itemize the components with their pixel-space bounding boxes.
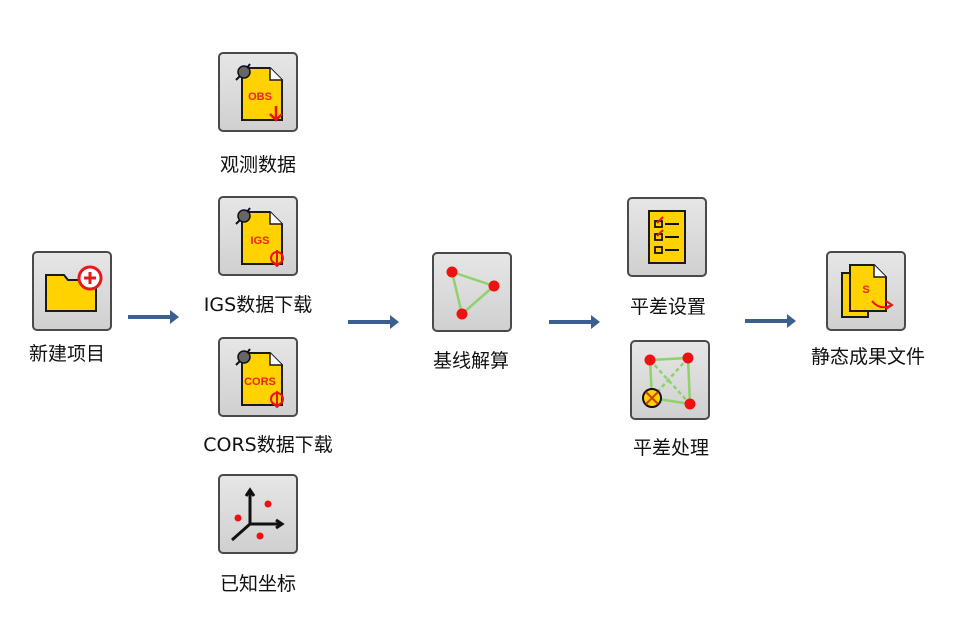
svg-text:OBS: OBS [248,91,272,103]
flow-arrow-1 [128,310,179,324]
known-coords-button[interactable] [218,474,298,554]
obs-data-button[interactable]: OBS [218,52,298,132]
coordinate-axes-icon [231,487,285,542]
triangle-network-icon [446,266,500,320]
static-results-label: 静态成果文件 [810,346,926,368]
adjust-settings-label: 平差设置 [629,296,707,318]
cors-download-button[interactable]: CORS [218,337,298,417]
adjust-settings-button[interactable] [627,197,707,277]
result-files-icon: S [841,264,894,318]
svg-text:CORS: CORS [244,376,276,388]
igs-file-icon: IGS [235,207,284,268]
flow-arrow-4 [745,314,796,328]
adjust-process-label: 平差处理 [632,437,710,459]
obs-data-label: 观测数据 [219,154,297,176]
svg-text:IGS: IGS [251,235,270,247]
new-project-label: 新建项目 [28,343,106,365]
flow-arrow-3 [549,315,600,329]
svg-text:S: S [862,284,869,296]
checklist-icon [648,210,686,264]
new-folder-icon [45,265,103,312]
igs-download-button[interactable]: IGS [218,196,298,276]
new-project-button[interactable] [32,251,112,331]
cors-download-label: CORS数据下载 [203,434,333,456]
static-results-button[interactable]: S [826,251,906,331]
cors-file-icon: CORS [235,348,284,409]
adjust-process-button[interactable] [630,340,710,420]
flow-arrow-2 [348,315,399,329]
obs-file-icon: OBS [235,63,283,122]
baseline-solve-label: 基线解算 [432,350,510,372]
igs-download-label: IGS数据下载 [203,294,313,316]
known-coords-label: 已知坐标 [219,573,297,595]
baseline-solve-button[interactable] [432,252,512,332]
network-adjust-icon [642,352,696,410]
